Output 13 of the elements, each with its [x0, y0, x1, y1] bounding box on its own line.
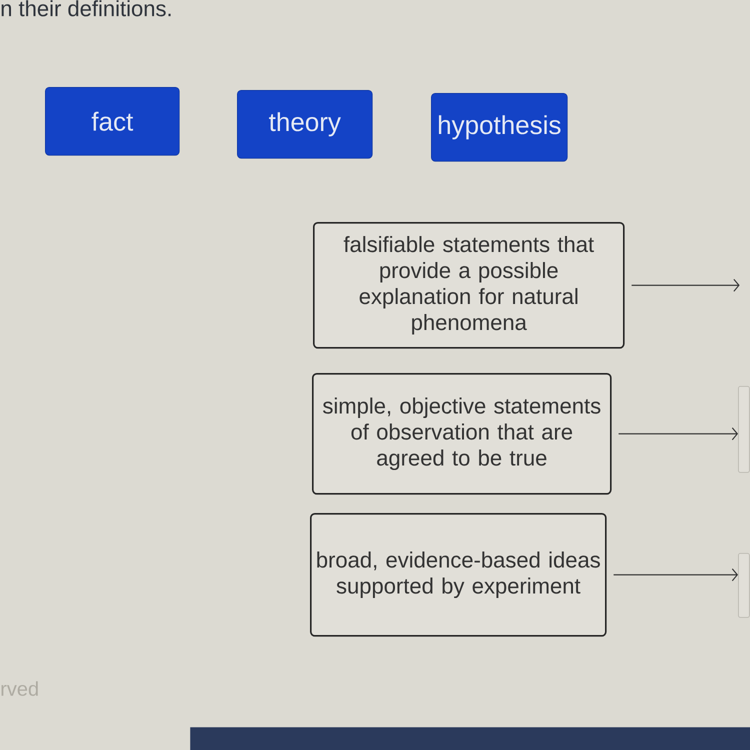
definition-box: simple, objective statements of observation that are agreed to be true: [312, 373, 612, 495]
answer-tile: hypothesis: [431, 93, 568, 162]
definition-box: falsifiable statements that provide a possible explanation for natural phenomena: [313, 222, 625, 349]
drop-box: [738, 386, 750, 473]
drop-box: [738, 553, 750, 618]
arrow: [614, 568, 738, 582]
answer-tile: theory: [237, 90, 373, 159]
instruction-text: n their definitions.: [2, 0, 171, 16]
answer-tile: fact: [45, 87, 180, 156]
taskbar: [190, 727, 750, 750]
arrow: [618, 427, 738, 440]
arrow: [632, 278, 740, 292]
definition-box: broad, evidence-based ideas supported by experiment: [310, 513, 607, 637]
